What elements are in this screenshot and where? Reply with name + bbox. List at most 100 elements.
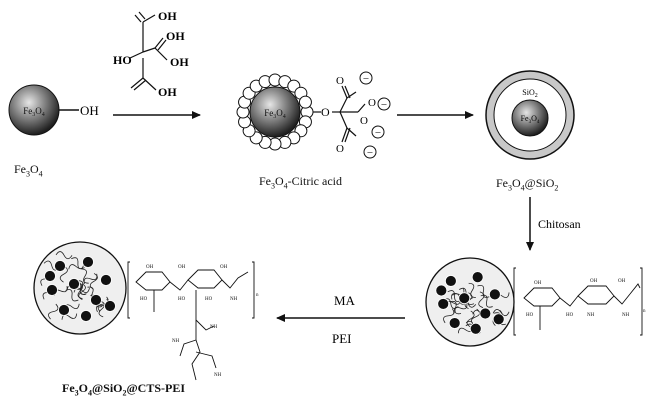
magnetic-core-dot: [44, 270, 56, 282]
svg-text:−: −: [381, 99, 387, 111]
svg-text:OH: OH: [534, 281, 542, 286]
svg-text:OH: OH: [146, 265, 154, 270]
polymer-strand: [89, 273, 98, 290]
core-label-3: Fe3O4: [521, 114, 540, 125]
fe3o4-citric-particle: Fe3O4: [236, 73, 314, 151]
svg-text:n: n: [256, 293, 259, 298]
polymer-strand: [55, 251, 73, 260]
svg-text:NH: NH: [214, 373, 222, 378]
polymer-strand: [78, 283, 86, 301]
magnetic-core-dot: [54, 260, 66, 272]
svg-text:NH: NH: [172, 339, 180, 344]
svg-text:−: −: [375, 127, 381, 139]
svg-text:HO: HO: [205, 297, 213, 302]
svg-text:OH: OH: [220, 265, 228, 270]
magnetic-core-dot: [68, 278, 80, 290]
polymer-strand: [478, 291, 485, 308]
svg-text:−: −: [363, 73, 369, 85]
hydroxyl-group: OH: [80, 103, 99, 118]
label-fe3o4-citric: Fe3O4-Citric acid: [259, 174, 342, 191]
svg-text:OH: OH: [178, 265, 186, 270]
chitosan-chain-labels: OH OH OH HO HO NH NH n: [526, 279, 646, 318]
polymer-strand: [443, 308, 455, 324]
polymer-strand: [81, 268, 89, 284]
final-particle: [33, 241, 127, 335]
fe3o4-sio2-particle: SiO2 Fe3O4: [485, 70, 575, 160]
svg-text:n: n: [643, 309, 646, 314]
magnetic-core-dot: [444, 275, 457, 287]
label-fe3o4: Fe3O4: [14, 162, 43, 179]
magnetic-core-dot: [488, 288, 501, 301]
minus-signs: − − − −: [363, 73, 387, 159]
citrate-ligand: [313, 85, 366, 143]
magnetic-core-dot: [104, 300, 116, 312]
polymer-strand: [468, 282, 476, 298]
svg-text:HO: HO: [178, 297, 186, 302]
citrate-bead: [298, 95, 312, 109]
citric-oh-top: OH: [158, 9, 177, 23]
chitosan-label: Chitosan: [538, 217, 581, 231]
fe3o4-particle: Fe3O4 OH: [8, 84, 99, 136]
polymer-strand: [59, 265, 68, 283]
polymer-strand: [453, 302, 468, 314]
citrate-o-link: O: [321, 105, 330, 119]
svg-text:OH: OH: [618, 279, 626, 284]
magnetic-core-dot: [100, 274, 112, 286]
pei-chitosan-chain: [127, 261, 255, 381]
magnetic-core-dot: [58, 304, 70, 316]
citrate-o-mid: O: [368, 97, 376, 109]
core-label: Fe3O4: [23, 106, 45, 118]
svg-text:HO: HO: [140, 297, 148, 302]
polymer-strand: [68, 263, 85, 270]
magnetic-core-dot: [80, 310, 92, 322]
svg-text:NH: NH: [622, 313, 630, 318]
svg-text:NH: NH: [210, 325, 218, 330]
polymer-strand: [61, 313, 78, 320]
polymer-strand: [451, 288, 465, 300]
polymer-strand: [48, 303, 59, 320]
magnetic-core-dot: [492, 313, 505, 326]
magnetic-core-dot: [469, 322, 482, 335]
magnetic-core-dot: [90, 294, 102, 306]
polymer-strand: [477, 285, 490, 298]
polymer-strand: [450, 300, 462, 315]
polymer-strand: [447, 290, 462, 302]
pei-chain-labels: OH OH OH HO HO HO NH n NH NH NH: [140, 265, 259, 378]
chitosan-coated-particle: [425, 257, 515, 347]
label-fe3o4-sio2: Fe3O4@SiO2: [496, 176, 559, 193]
magnetic-core-dot: [479, 307, 492, 320]
svg-text:HO: HO: [566, 313, 574, 318]
magnetic-core-dot: [471, 271, 484, 284]
pei-label: PEI: [332, 331, 352, 346]
magnetic-core-dot: [82, 256, 94, 268]
svg-text:NH: NH: [230, 297, 238, 302]
magnetic-core-dot: [448, 317, 461, 329]
magnetic-core-dot: [435, 284, 448, 297]
svg-text:HO: HO: [526, 313, 534, 318]
polymer-strand: [470, 308, 480, 326]
citrate-shell-beads: [236, 73, 314, 151]
polymer-strand: [98, 300, 105, 318]
citrate-o-top: O: [336, 75, 344, 87]
magnetic-core-dot: [458, 292, 471, 305]
citric-oh-bottom: OH: [158, 85, 177, 99]
citrate-o-bottom: O: [336, 143, 344, 155]
negative-charges: [359, 71, 391, 159]
shell-label: SiO2: [522, 88, 537, 99]
label-final-product: Fe3O4@SiO2@CTS-PEI: [62, 381, 186, 398]
polymer-strand: [71, 257, 85, 270]
chitosan-chain: [513, 267, 643, 336]
polymer-strand: [492, 309, 510, 317]
polymer-strand: [65, 289, 79, 302]
core-label-2: Fe3O4: [264, 108, 286, 120]
polymer-strand: [83, 273, 98, 285]
svg-text:NH: NH: [587, 313, 595, 318]
svg-text:−: −: [367, 147, 373, 159]
svg-text:OH: OH: [590, 279, 598, 284]
magnetic-core-dot: [46, 284, 58, 296]
citrate-o-right: O: [360, 115, 368, 127]
polymer-strand: [97, 296, 109, 312]
citric-oh-right: OH: [170, 55, 189, 69]
magnetic-core-dot: [437, 298, 450, 310]
citric-ho: HO: [113, 53, 132, 67]
